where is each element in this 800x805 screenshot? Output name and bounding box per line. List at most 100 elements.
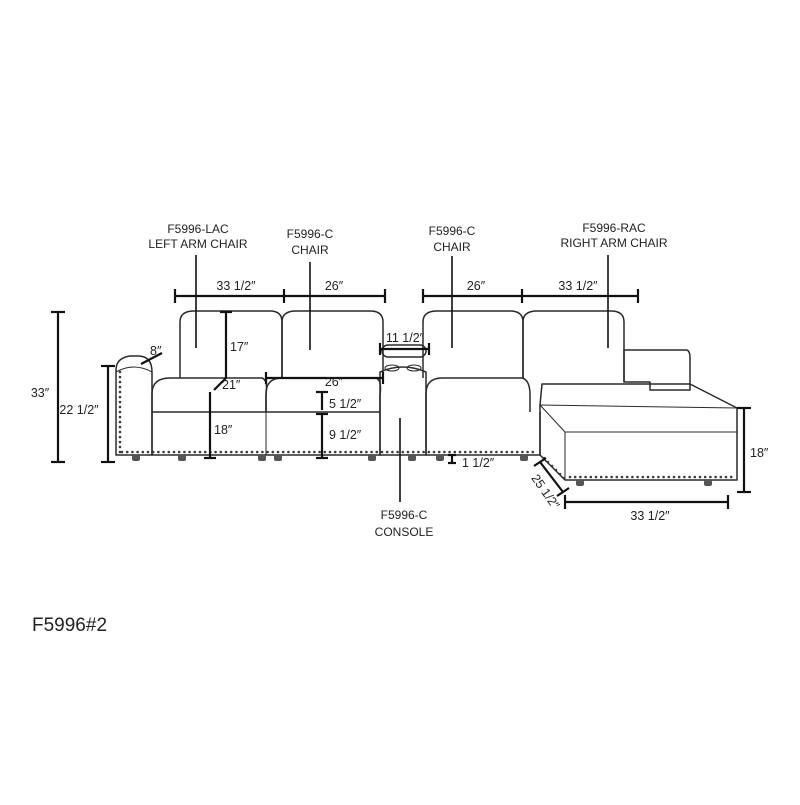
nailhead-stud [198, 450, 202, 454]
nailhead-stud [562, 476, 566, 480]
nailhead-stud [118, 415, 122, 419]
nailhead-stud [631, 475, 634, 479]
lac-name-label: LEFT ARM CHAIR [148, 237, 247, 251]
nailhead-stud [615, 475, 619, 479]
nailhead-stud [271, 450, 275, 454]
sofa-legs [132, 455, 712, 486]
leader-lines [195, 255, 609, 502]
ottoman-depth-label: 25 1/2″ [528, 472, 562, 513]
nailhead-stud [219, 450, 223, 454]
nailhead-stud [698, 475, 702, 479]
nailhead-stud [349, 450, 353, 454]
nailhead-stud [118, 425, 122, 429]
sofa-line-art [115, 310, 738, 481]
back-height-label: 17″ [230, 340, 249, 354]
sofa-leg [132, 455, 140, 461]
nailhead-stud [500, 450, 503, 454]
lac-code-label: F5996-LAC [167, 222, 229, 236]
sofa-leg [368, 455, 376, 461]
nailhead-stud [118, 370, 122, 374]
seat-depth-label: 21″ [222, 378, 241, 392]
nailhead-stud [625, 475, 629, 479]
nailhead-stud [146, 450, 150, 454]
nailhead-stud [521, 450, 524, 454]
arm-height-label: 22 1/2″ [59, 403, 99, 417]
nailhead-stud [380, 450, 384, 454]
nailhead-stud [131, 450, 134, 454]
nailhead-stud [118, 395, 122, 399]
nailhead-stud [474, 450, 477, 454]
seat-height-label: 18″ [214, 423, 233, 437]
nailhead-stud [453, 450, 457, 454]
sofa-leg [408, 455, 416, 461]
nailhead-stud [401, 450, 405, 454]
nailhead-stud [422, 450, 425, 454]
nailhead-stud [118, 450, 122, 454]
nailhead-stud [365, 450, 368, 454]
nailhead-stud [469, 450, 472, 454]
nailhead-stud [688, 475, 691, 479]
nailhead-stud [188, 450, 191, 454]
nailhead-stud [240, 450, 243, 454]
nailhead-stud [657, 475, 660, 479]
nailhead-stud [526, 450, 529, 454]
nailhead-stud [667, 475, 671, 479]
ottoman-height-label: 18″ [750, 446, 769, 460]
nailhead-stud [183, 450, 186, 454]
sofa-leg [274, 455, 282, 461]
nailhead-stud [396, 450, 399, 454]
nailhead-stud [484, 450, 488, 454]
nailhead-stud [662, 475, 665, 479]
nailhead-stud [651, 475, 655, 479]
nailhead-stud [589, 475, 593, 479]
nailhead-stud [568, 475, 572, 479]
rac-name-label: RIGHT ARM CHAIR [560, 236, 667, 250]
nailhead-trim [118, 370, 733, 480]
nailhead-stud [693, 475, 697, 479]
nailhead-stud [172, 450, 176, 454]
nailhead-stud [344, 450, 347, 454]
nailhead-stud [443, 450, 446, 454]
nailhead-stud [448, 450, 451, 454]
nailhead-stud [599, 475, 603, 479]
nailhead-stud [118, 385, 122, 389]
nailhead-stud [605, 475, 608, 479]
nailhead-stud [620, 475, 624, 479]
nailhead-stud [505, 450, 509, 454]
base-height-label: 9 1/2″ [329, 428, 362, 442]
nailhead-stud [266, 450, 269, 454]
nailhead-stud [118, 440, 122, 444]
nailhead-stud [579, 475, 582, 479]
nailhead-stud [323, 450, 327, 454]
nailhead-stud [729, 475, 733, 479]
nailhead-stud [235, 450, 238, 454]
nailhead-stud [417, 450, 420, 454]
nailhead-stud [292, 450, 295, 454]
nailhead-stud [375, 450, 379, 454]
nailhead-stud [118, 430, 122, 434]
nailhead-stud [276, 450, 280, 454]
nailhead-stud [141, 450, 145, 454]
nailhead-stud [118, 435, 122, 439]
nailhead-stud [245, 450, 249, 454]
rac-width-label: 33 1/2″ [558, 279, 598, 293]
nailhead-stud [224, 450, 228, 454]
chair-right-name-label: CHAIR [433, 240, 471, 254]
nailhead-stud [307, 450, 311, 454]
nailhead-stud [683, 475, 686, 479]
chair-right-width-label: 26″ [467, 279, 486, 293]
nailhead-stud [406, 450, 410, 454]
lac-width-label: 33 1/2″ [216, 279, 256, 293]
nailhead-stud [510, 450, 514, 454]
sofa-leg [178, 455, 186, 461]
cushion-thickness-label: 5 1/2″ [329, 397, 362, 411]
console-width-label: 11 1/2″ [386, 331, 425, 345]
nailhead-stud [167, 450, 171, 454]
nailhead-stud [203, 450, 207, 454]
arm-width-label: 8″ [150, 344, 162, 358]
nailhead-stud [354, 450, 358, 454]
sofa-leg [258, 455, 266, 461]
rac-code-label: F5996-RAC [582, 221, 646, 235]
